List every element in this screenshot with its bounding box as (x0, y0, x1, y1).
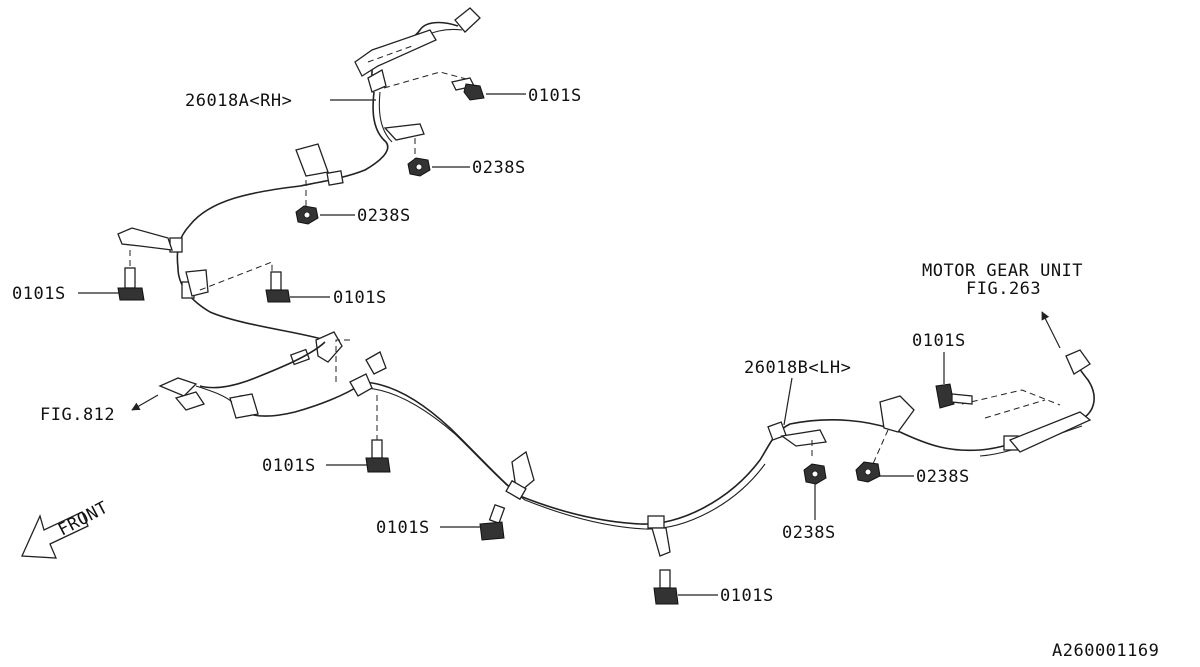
part-label-bolt: 0101S (720, 586, 774, 606)
nut-icon (855, 461, 881, 483)
rh-bracket-upper (354, 29, 437, 77)
front-label: FRONT (55, 498, 112, 541)
lh-connector (1065, 349, 1091, 375)
nut-icon (295, 205, 319, 225)
fasteners (117, 77, 973, 605)
bolt-icon (451, 77, 485, 101)
rh-cable (117, 7, 481, 419)
part-label-nut: 0238S (916, 467, 970, 487)
nut-icon (803, 463, 827, 485)
rh-bracket-left (117, 227, 173, 251)
lh-cable (349, 349, 1095, 557)
part-label-bolt: 0101S (912, 331, 966, 351)
rh-bracket-mid (295, 143, 329, 177)
part-label-nut: 0238S (357, 206, 411, 226)
bolt-icon (479, 503, 506, 541)
part-label-bolt: 0101S (376, 518, 430, 538)
reference-motor-gear-unit: MOTOR GEAR UNIT (922, 261, 1083, 281)
bolt-icon (265, 271, 291, 303)
bolt-icon (653, 569, 679, 605)
labels: 26018A<RH> 0101S 0238S 0238S 0101S 0101S… (12, 86, 1159, 661)
lh-bracket-3 (780, 429, 827, 447)
part-label-bolt: 0101S (528, 86, 582, 106)
part-label-bolt: 0101S (262, 456, 316, 476)
nut-icon (407, 157, 431, 177)
part-label-bolt: 0101S (333, 288, 387, 308)
lh-bracket-2 (651, 527, 671, 557)
part-label-nut: 0238S (472, 158, 526, 178)
part-label-bolt: 0101S (12, 284, 66, 304)
bolt-icon (365, 439, 391, 473)
front-arrow-icon (21, 511, 89, 559)
part-label-lh-cable: 26018B<LH> (744, 358, 851, 378)
reference-fig-263: FIG.263 (966, 279, 1041, 299)
part-label-rh-cable: 26018A<RH> (185, 91, 292, 111)
leader-lines (78, 93, 1061, 596)
rh-connector-bottom (158, 377, 198, 397)
bolt-icon (117, 267, 145, 301)
lh-bracket-4 (879, 395, 915, 433)
bolt-icon (935, 383, 973, 409)
part-label-nut: 0238S (782, 523, 836, 543)
reference-fig-812: FIG.812 (40, 405, 115, 425)
diagram-code: A260001169 (1052, 641, 1159, 661)
rh-connector-top (454, 7, 481, 33)
